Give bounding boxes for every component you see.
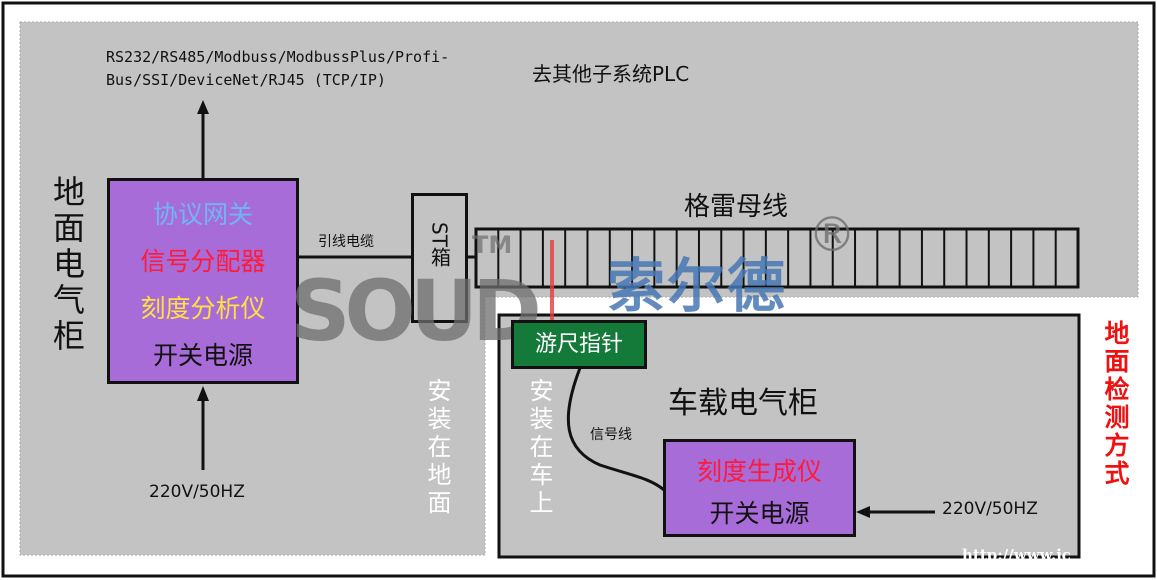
ground-power-label: 220V/50HZ (149, 482, 245, 502)
ground-cabinet-item: 开关电源 (152, 341, 253, 370)
watermark-brand-cn: 索尔德 (607, 252, 788, 320)
protocol-line-2: Bus/SSI/DeviceNet/RJ45 (TCP/IP) (106, 71, 386, 89)
ground-power-arrow-head (197, 386, 209, 401)
vehicle-power-arrow-head (856, 506, 870, 518)
bus-label: 格雷母线 (684, 192, 789, 222)
vehicle-power-label: 220V/50HZ (942, 499, 1038, 519)
vehicle-device-box: 刻度生成仪 开关电源 (663, 439, 856, 537)
protocol-line-1: RS232/RS485/Modbuss/ModbussPlus/Profi- (106, 48, 450, 66)
install-vehicle-label: 安装在车上 (525, 378, 553, 518)
vernier-box: 游尺指针 (511, 320, 647, 369)
vehicle-power-supply-label: 开关电源 (709, 499, 810, 528)
ground-cabinet-item: 刻度分析仪 (140, 294, 266, 323)
ground-cabinet-label: 地面电气柜 (48, 175, 86, 355)
install-ground-label: 安装在地面 (423, 378, 451, 518)
st-box: ST箱 (411, 193, 468, 323)
watermark-divider (550, 240, 554, 335)
ground-cabinet-item: 协议网关 (152, 200, 253, 229)
scale-generator-label: 刻度生成仪 (696, 457, 822, 486)
vehicle-cabinet-label: 车载电气柜 (668, 386, 818, 421)
vernier-label: 游尺指针 (534, 332, 623, 357)
watermark-url: http://www.jc (962, 546, 1071, 564)
ground-cabinet-box: 协议网关信号分配器刻度分析仪开关电源 (107, 178, 299, 384)
gray-bus (474, 227, 1080, 289)
signal-line-label: 信号线 (590, 427, 632, 443)
detection-mode-label: 地面检测方式 (1101, 320, 1130, 488)
protocol-arrow-head (197, 100, 209, 114)
ground-cabinet-item: 信号分配器 (140, 247, 266, 276)
signal-line (566, 367, 665, 492)
lead-cable-label: 引线电缆 (318, 234, 374, 250)
st-box-label: ST箱 (427, 222, 452, 267)
protocol-list: RS232/RS485/Modbuss/ModbussPlus/Profi- B… (106, 46, 449, 92)
to-plc-label: 去其他子系统PLC (532, 62, 690, 86)
watermark-registered: ® (808, 207, 856, 263)
bus-outline (474, 227, 1080, 289)
watermark-tm: TM (472, 231, 513, 259)
watermark-logo: SOUD (290, 262, 542, 360)
